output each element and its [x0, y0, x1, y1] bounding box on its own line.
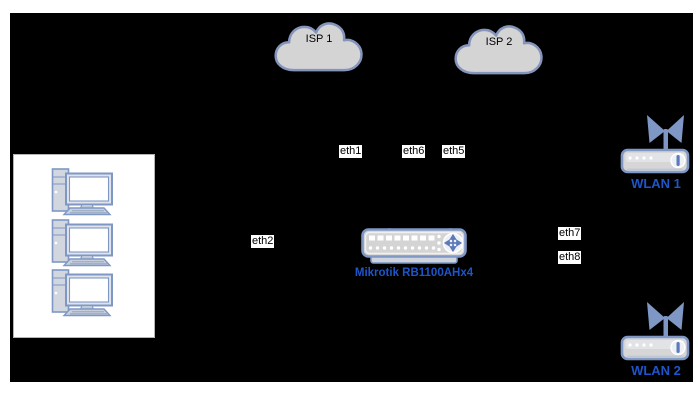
lan-computers-box — [13, 154, 155, 338]
mikrotik-router-node: Mikrotik RB1100AHx4 — [350, 228, 478, 279]
desktop-computer-icon — [51, 268, 115, 318]
wlan1-label: WLAN 1 — [631, 176, 681, 191]
desktop-computer-node — [51, 218, 115, 268]
cloud-icon — [272, 22, 366, 74]
port-label-eth2: eth2 — [251, 235, 275, 248]
port-label-eth7: eth7 — [558, 227, 582, 240]
desktop-computer-icon — [51, 167, 115, 217]
desktop-computer-icon — [51, 218, 115, 268]
wlan2-node: WLAN 2 — [620, 299, 692, 378]
isp2-label: ISP 2 — [485, 36, 513, 48]
wlan1-node: WLAN 1 — [620, 112, 692, 191]
isp1-cloud-node: ISP 1 — [272, 22, 366, 74]
port-label-eth1: eth1 — [339, 145, 363, 158]
cloud-icon — [452, 25, 546, 77]
wlan2-label: WLAN 2 — [631, 363, 681, 378]
wireless-router-icon — [620, 299, 692, 363]
isp2-cloud-node: ISP 2 — [452, 25, 546, 77]
desktop-computer-node — [51, 167, 115, 217]
port-label-eth5: eth5 — [442, 145, 466, 158]
port-label-eth8: eth8 — [558, 251, 582, 264]
desktop-computer-node — [51, 268, 115, 318]
port-label-eth6: eth6 — [402, 145, 426, 158]
router-icon — [361, 228, 467, 264]
isp1-label: ISP 1 — [305, 33, 333, 45]
network-diagram-canvas: ISP 1 ISP 2 eth1 eth6 eth5 eth2 eth7 eth… — [10, 13, 693, 382]
router-label: Mikrotik RB1100AHx4 — [354, 267, 474, 279]
wireless-router-icon — [620, 112, 692, 176]
